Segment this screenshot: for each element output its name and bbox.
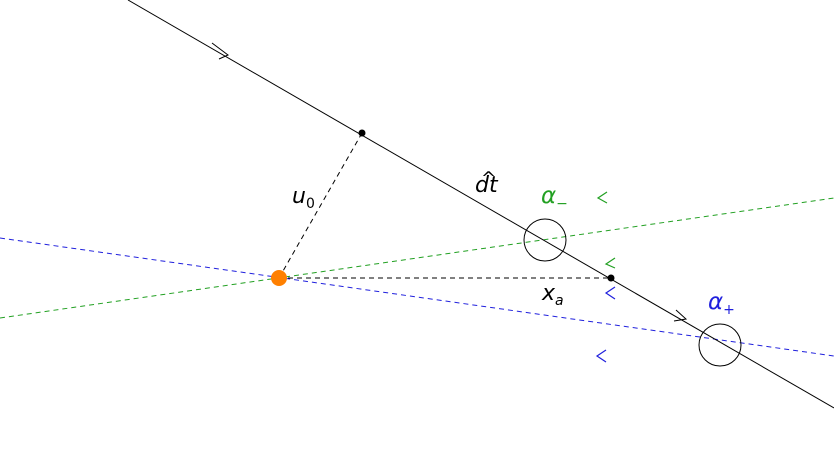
blue-arrowhead-lower [595, 349, 607, 363]
xa-label-base: x [541, 281, 556, 306]
u0-label: u0 [292, 184, 315, 212]
u0-label-sub: 0 [306, 196, 315, 212]
perpendicular-foot-point [358, 129, 366, 137]
u0-label-base: u [292, 184, 306, 209]
xa-label-sub: a [555, 293, 564, 309]
alpha-plus-label-base: α [708, 289, 723, 315]
dt-label: dt [475, 173, 499, 198]
u0-dashed-line [278, 132, 363, 279]
blue-arrowhead-upper [604, 286, 616, 300]
alpha-plus-label: α+ [708, 289, 735, 318]
alpha-plus-circle [698, 323, 742, 367]
green-dashed-line [0, 197, 834, 319]
green-arrowhead-upper [596, 191, 608, 204]
alpha-minus-label: α− [541, 183, 568, 212]
trajectory-line [127, 0, 834, 409]
alpha-minus-label-sub: − [556, 196, 568, 212]
green-arrowhead-lower [604, 257, 616, 269]
dt-hat: ^ [481, 168, 496, 189]
xa-label: xa [541, 281, 564, 309]
trajectory-arrow-upper [211, 42, 229, 60]
alpha-plus-label-sub: + [723, 302, 735, 318]
alpha-minus-circle [523, 218, 567, 262]
source-point [271, 270, 287, 286]
trajectory-arrow-lower [673, 309, 688, 322]
xa-endpoint [607, 274, 615, 282]
alpha-minus-label-base: α [541, 183, 556, 209]
